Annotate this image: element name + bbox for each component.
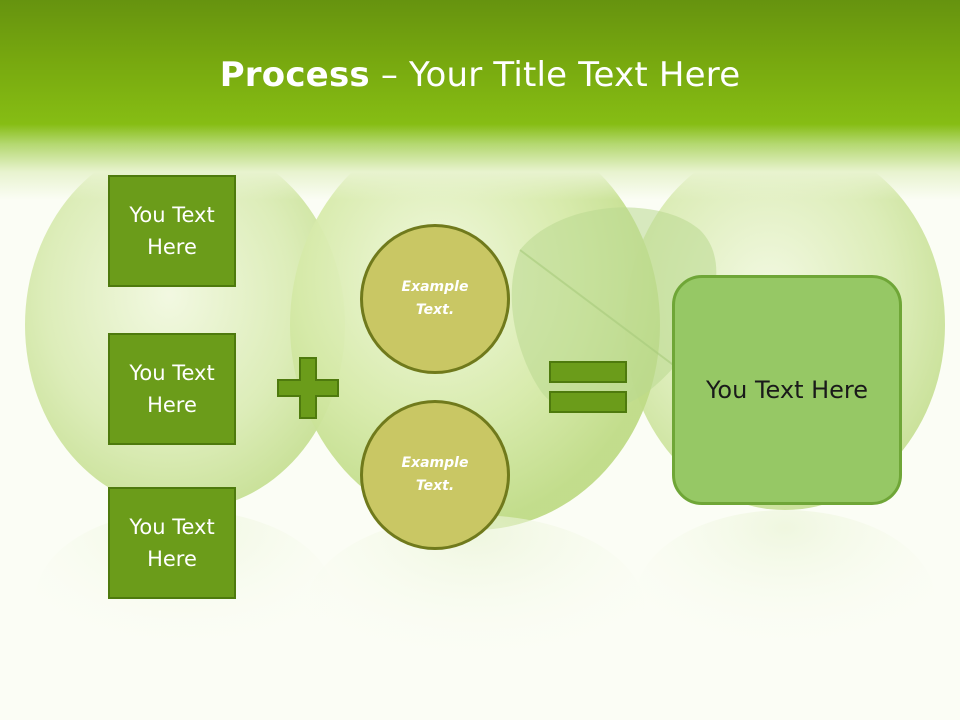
plus-icon bbox=[277, 357, 339, 419]
left-box-2: You Text Here bbox=[108, 333, 236, 445]
left-box-3: You Text Here bbox=[108, 487, 236, 599]
header-band bbox=[0, 0, 960, 200]
result-box-label: You Text Here bbox=[705, 376, 869, 404]
example-circle-1: Example Text. bbox=[360, 224, 510, 374]
slide-title-strong: Process bbox=[219, 55, 370, 95]
slide-title: Process – Your Title Text Here bbox=[0, 48, 960, 102]
example-circle-2-label: Example Text. bbox=[401, 455, 469, 494]
slide-title-rest: – Your Title Text Here bbox=[369, 55, 741, 95]
left-box-3-label: You Text Here bbox=[129, 515, 215, 571]
left-box-1: You Text Here bbox=[108, 175, 236, 287]
result-box: You Text Here bbox=[672, 275, 902, 505]
example-circle-2: Example Text. bbox=[360, 400, 510, 550]
left-box-1-label: You Text Here bbox=[129, 203, 215, 259]
example-circle-1-label: Example Text. bbox=[401, 279, 469, 318]
left-box-2-label: You Text Here bbox=[129, 361, 215, 417]
equals-icon bbox=[549, 361, 627, 413]
